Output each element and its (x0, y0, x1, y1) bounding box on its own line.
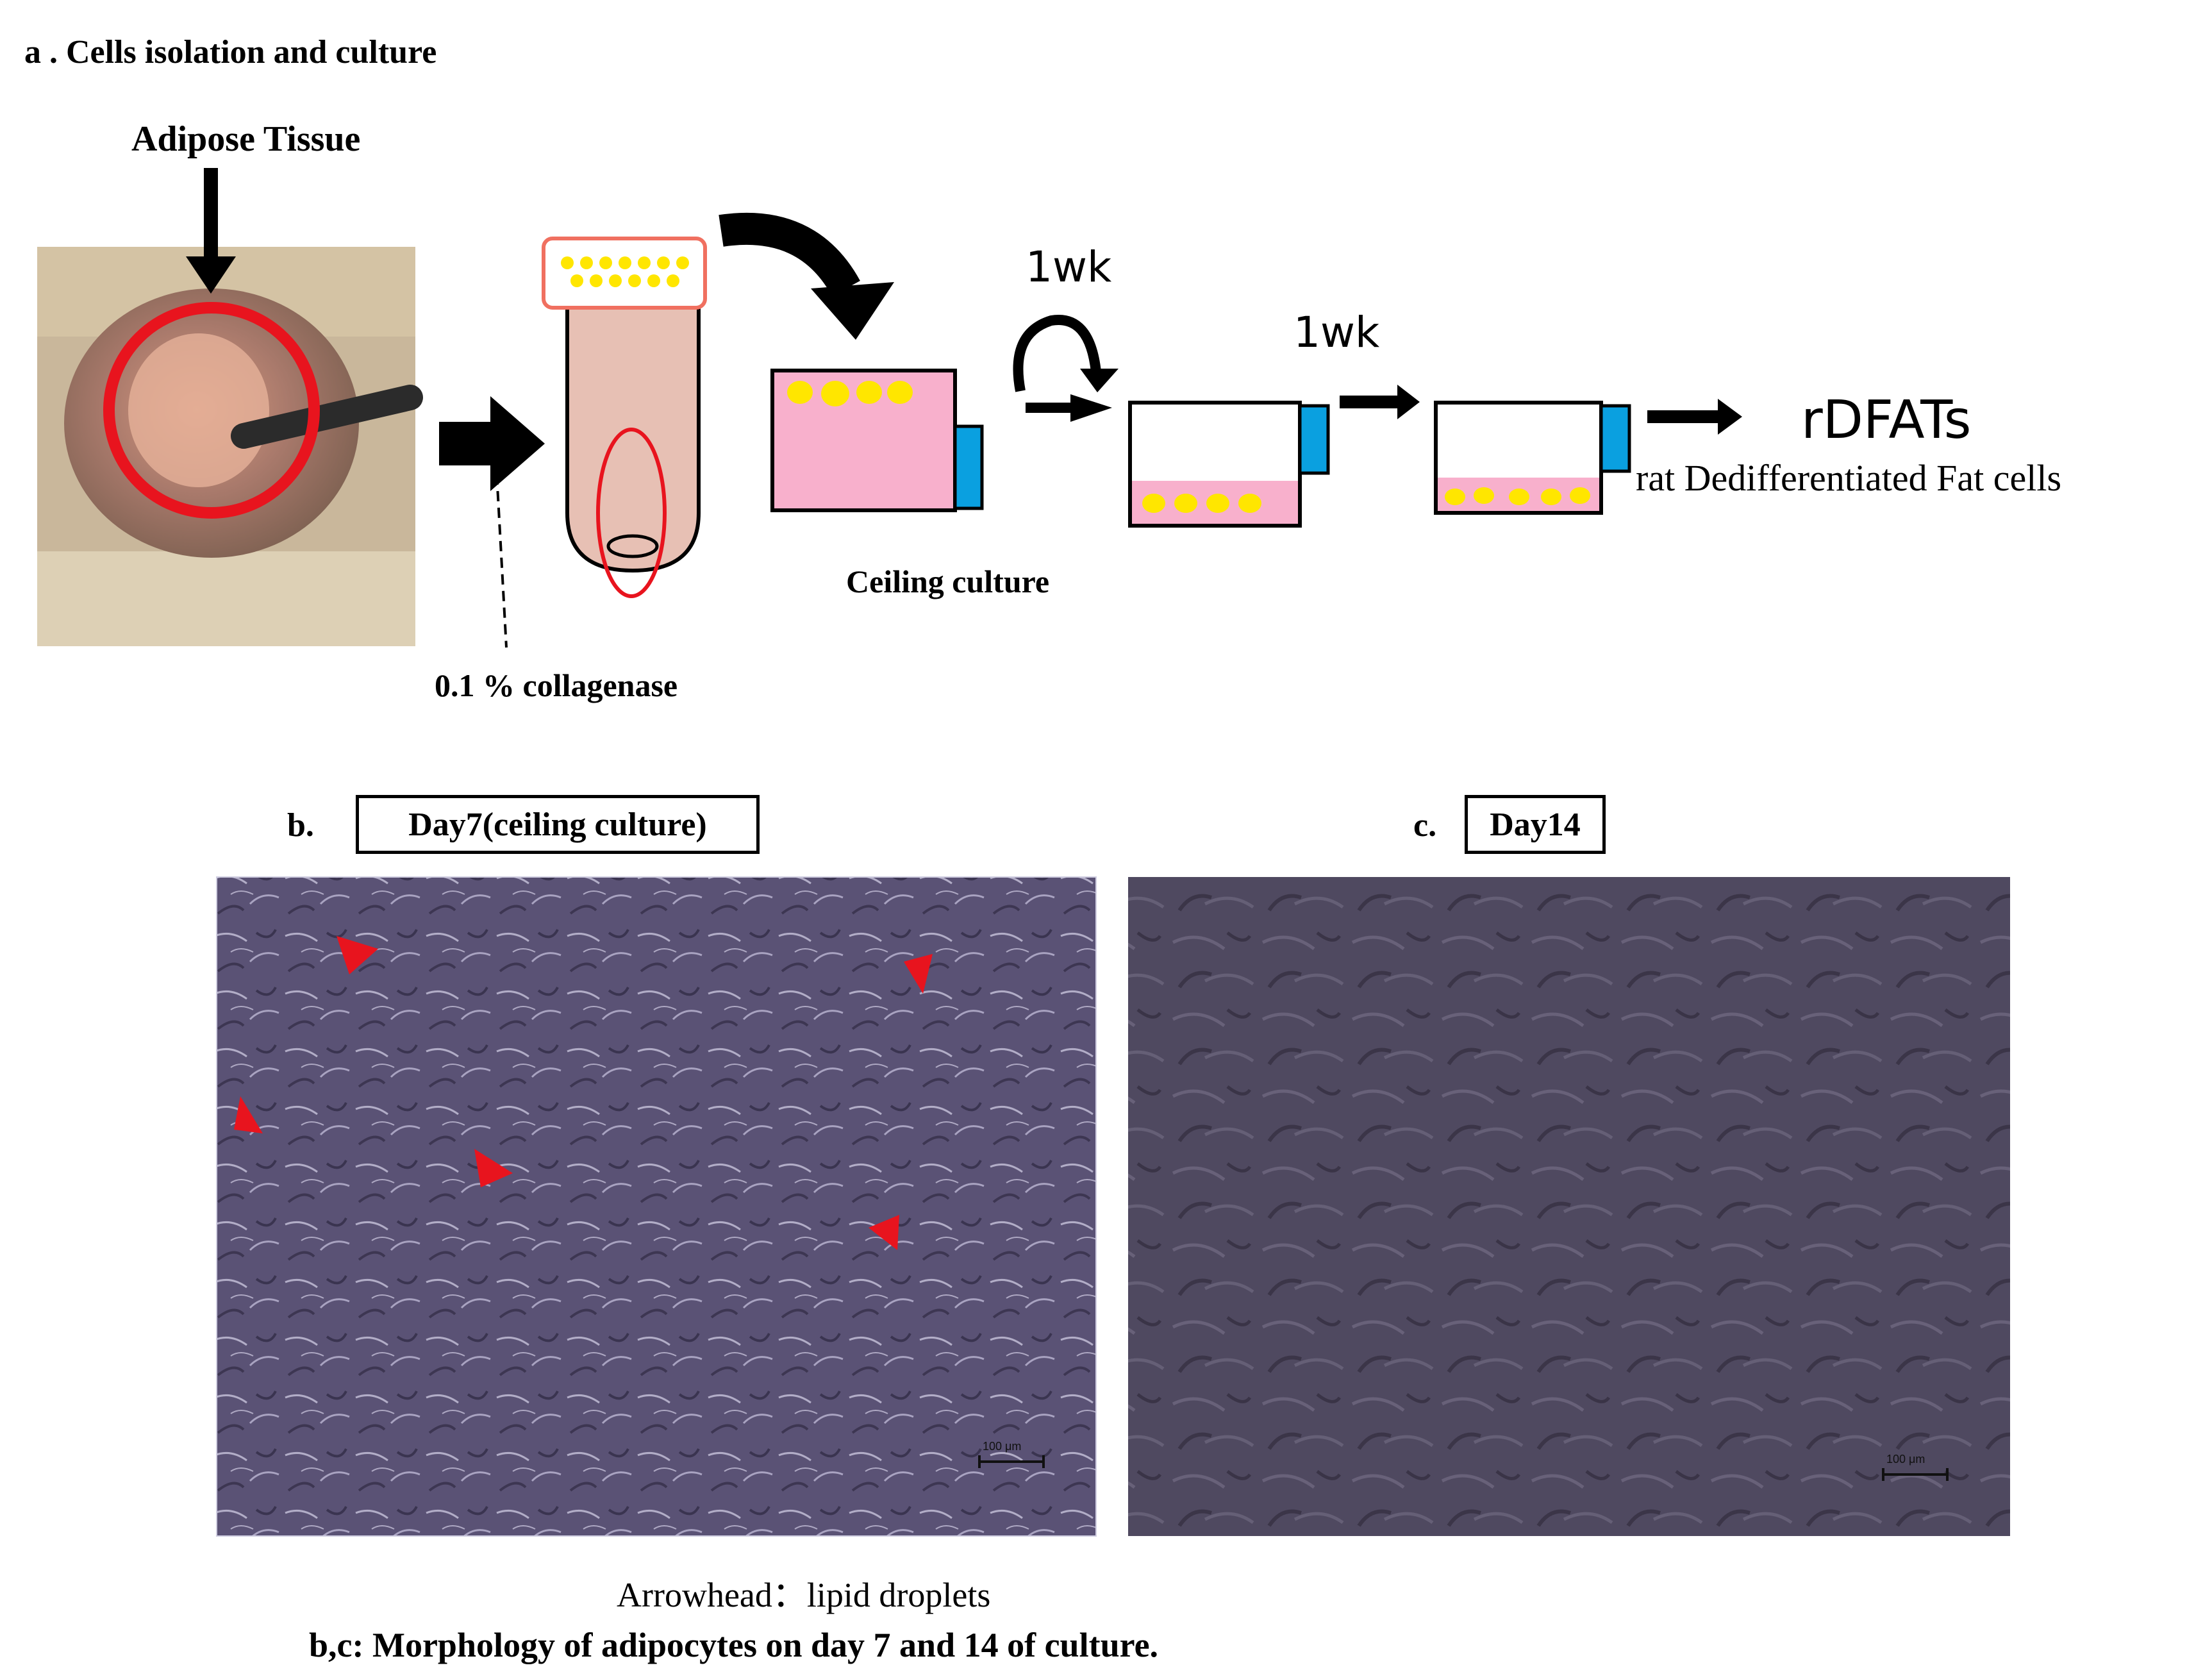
adipose-tissue-label: Adipose Tissue (131, 119, 361, 159)
panel-a-title: a . Cells isolation and culture (24, 34, 437, 71)
panel-b-title: Day7(ceiling culture) (408, 806, 707, 843)
collagenase-label: 0.1 % collagenase (435, 667, 678, 703)
rdfats-full-label: rat Dedifferentiated Fat cells (1636, 457, 2062, 499)
panel-b-letter: b. (287, 807, 314, 844)
arrow-to-flask3 (1340, 385, 1420, 419)
flask-week2 (1434, 401, 1631, 515)
figure-caption: b,c: Morphology of adipocytes on day 7 a… (309, 1626, 1159, 1664)
rdfats-label: rDFATs (1801, 390, 1972, 451)
panel-c-letter: c. (1413, 807, 1437, 844)
flask-week1 (1128, 401, 1330, 528)
micrograph-day14 (1128, 877, 2010, 1536)
week2-label: 1wk (1293, 308, 1380, 357)
week1-label: 1wk (1026, 242, 1112, 292)
adipose-down-arrow (186, 168, 236, 294)
collagenase-dashed-line (495, 474, 508, 648)
scale-bar-b-label: 100 μm (983, 1440, 1021, 1453)
arrow-to-rdfats (1647, 399, 1742, 435)
tissue-highlight-circle (103, 302, 320, 519)
scale-bar-c-label: 100 μm (1886, 1453, 1925, 1466)
panel-c-title: Day14 (1490, 806, 1581, 843)
arrowhead-note: Arrowhead：lipid droplets (617, 1576, 991, 1614)
ceiling-culture-flask (770, 369, 984, 512)
ceiling-culture-label: Ceiling culture (846, 564, 1050, 599)
arrow-to-tube (439, 396, 545, 491)
panel-c-title-box: Day14 (1465, 795, 1606, 854)
flip-arrow (1013, 315, 1118, 422)
centrifuge-tube (542, 237, 707, 598)
curved-arrow-to-flask (719, 213, 894, 340)
micrograph-day7 (216, 876, 1097, 1537)
panel-b-title-box: Day7(ceiling culture) (356, 795, 760, 854)
lipid-arrowhead (337, 936, 378, 974)
